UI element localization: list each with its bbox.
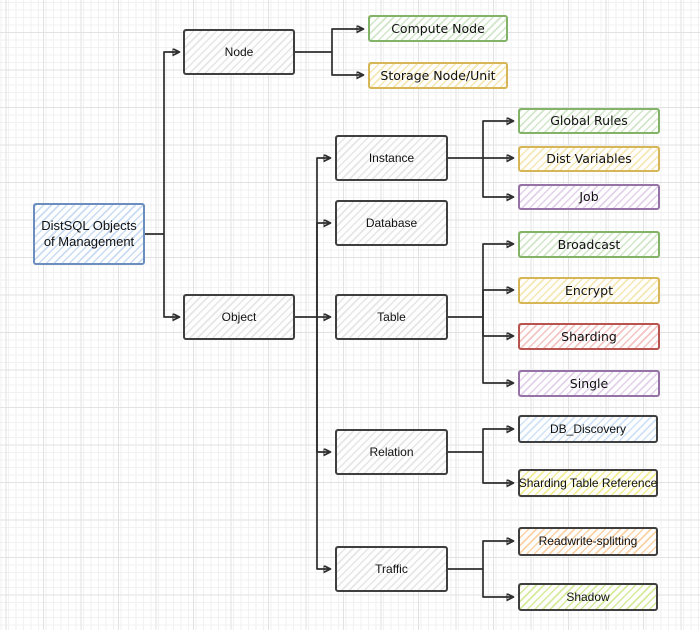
node-node: Node <box>183 29 295 75</box>
node-sharding: Sharding <box>518 323 660 350</box>
node-single: Single <box>518 370 660 397</box>
node-instance: Instance <box>335 135 448 181</box>
node-encrypt: Encrypt <box>518 277 660 304</box>
node-compute-node: Compute Node <box>368 15 508 42</box>
edges-node-children <box>295 29 362 75</box>
node-root: DistSQL Objects of Management <box>33 203 145 265</box>
node-shadow: Shadow <box>518 583 658 611</box>
edges-instance-children <box>448 121 512 197</box>
edges-table-children <box>448 244 512 383</box>
node-traffic: Traffic <box>335 546 448 592</box>
node-table: Table <box>335 294 448 340</box>
node-storage-node-unit: Storage Node/Unit <box>368 62 508 89</box>
edges-traffic-children <box>448 541 512 597</box>
node-database: Database <box>335 200 448 246</box>
node-global-rules: Global Rules <box>518 108 660 134</box>
node-broadcast: Broadcast <box>518 231 660 258</box>
node-db-discovery: DB_Discovery <box>518 415 658 443</box>
node-object: Object <box>183 294 295 340</box>
node-relation: Relation <box>335 429 448 475</box>
edges-root-to-level1 <box>145 52 178 317</box>
node-sharding-table-reference: Sharding Table Reference <box>518 469 658 497</box>
node-job: Job <box>518 184 660 210</box>
edges-object-children <box>295 158 329 569</box>
node-dist-variables: Dist Variables <box>518 146 660 172</box>
node-readwrite-splitting: Readwrite-splitting <box>518 527 658 556</box>
edges-relation-children <box>448 429 512 483</box>
